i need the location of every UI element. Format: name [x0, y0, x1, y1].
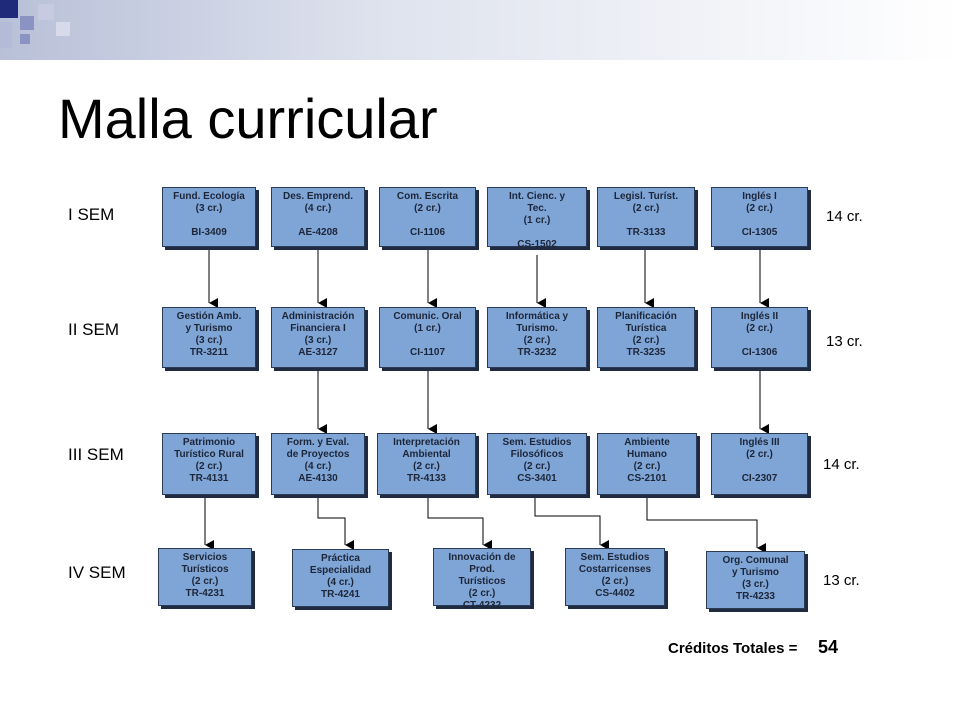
total-credits-label: Créditos Totales = — [668, 640, 798, 657]
course-box-ci1107: Comunic. Oral(1 cr.) CI-1107 — [379, 307, 476, 368]
logo-square-mid-2 — [20, 34, 30, 44]
semester-label-2: II SEM — [68, 320, 120, 339]
semester-label-4: IV SEM — [68, 563, 126, 582]
connector-cs2101-tr4233 — [646, 495, 766, 553]
header-band — [0, 0, 960, 60]
course-box-ae4130: Form. y Eval.de Proyectos(4 cr.)AE-4130 — [271, 433, 365, 495]
course-box-ci1106: Com. Escrita(2 cr.) CI-1106 — [379, 187, 476, 247]
course-box-ci2307: Inglés III(2 cr.) CI-2307 — [711, 433, 808, 495]
connector-cs3401-cs4402 — [534, 495, 609, 550]
semester-credits-4: 13 cr. — [823, 572, 860, 589]
semester-credits-3: 14 cr. — [823, 456, 860, 473]
logo-square-mid — [20, 16, 34, 30]
total-credits-value: 54 — [818, 637, 839, 657]
course-box-tr3133: Legisl. Turíst.(2 cr.) TR-3133 — [597, 187, 695, 247]
connector-ae4130-tr4241 — [317, 495, 354, 550]
page-title: Malla curricular — [58, 87, 438, 150]
logo-square-light — [38, 4, 54, 20]
logo-square-dark — [0, 0, 18, 18]
semester-credits-1: 14 cr. — [826, 208, 863, 225]
connector-tr4133-ct4232 — [427, 495, 492, 550]
course-box-ae4208: Des. Emprend.(4 cr.) AE-4208 — [271, 187, 365, 247]
course-box-tr3211: Gestión Amb.y Turismo(3 cr.)TR-3211 — [162, 307, 256, 368]
course-box-bi3409: Fund. Ecología(3 cr.) BI-3409 — [162, 187, 256, 247]
course-box-ci1306: Inglés II(2 cr.) CI-1306 — [711, 307, 808, 368]
semester-label-3: III SEM — [68, 445, 124, 464]
semester-credits-2: 13 cr. — [826, 333, 863, 350]
course-box-ci1305: Inglés I(2 cr.) CI-1305 — [711, 187, 808, 247]
logo-square-light-2 — [56, 22, 70, 36]
semester-label-1: I SEM — [68, 205, 115, 224]
logo-square-light-3 — [0, 22, 12, 48]
